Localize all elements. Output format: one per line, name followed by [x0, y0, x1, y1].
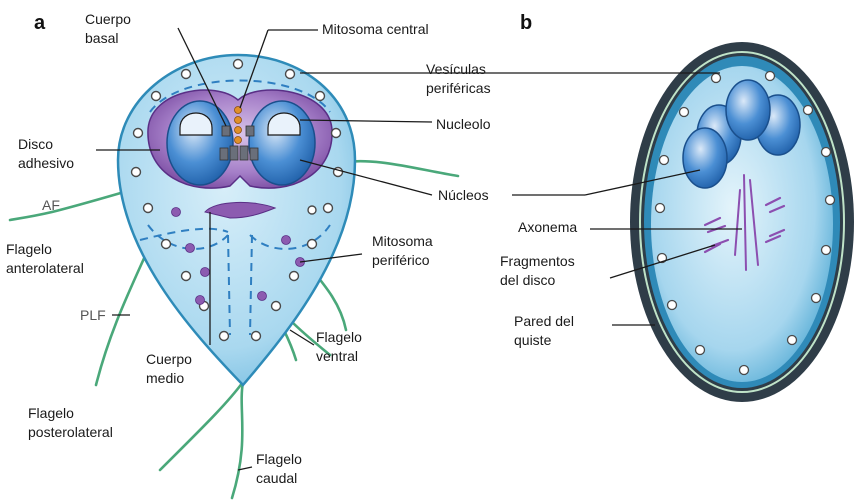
label-mitosoma-per-line2: periférico — [372, 251, 433, 270]
label-flagelo-caudal: Flagelo caudal — [256, 450, 302, 488]
label-mitosoma-per-line1: Mitosoma — [372, 232, 433, 251]
label-vesiculas-line1: Vesículas — [426, 60, 491, 79]
label-anterolateral-line2: anterolateral — [6, 259, 84, 278]
panel-label-a: a — [34, 12, 45, 35]
label-flagelo-posterolateral: Flagelo posterolateral — [28, 404, 113, 442]
flagelo-anterolateral-right — [346, 161, 458, 176]
label-ventral-line2: ventral — [316, 347, 362, 366]
label-af: AF — [42, 196, 60, 215]
cyst — [630, 42, 854, 402]
label-vesiculas-perifericas: Vesículas periféricas — [426, 60, 491, 98]
label-disco-line2: adhesivo — [18, 154, 74, 173]
label-vesiculas-line2: periféricas — [426, 79, 491, 98]
label-ventral-line1: Flagelo — [316, 328, 362, 347]
label-posterolateral-line1: Flagelo — [28, 404, 113, 423]
nucleolo-derecho — [268, 113, 300, 135]
label-nucleolo: Nucleolo — [436, 115, 490, 134]
label-caudal-line1: Flagelo — [256, 450, 302, 469]
label-pared-quiste: Pared del quiste — [514, 312, 574, 350]
label-nucleos: Núcleos — [438, 186, 489, 205]
nucleolo-izquierdo — [180, 113, 212, 135]
label-mitosoma-central: Mitosoma central — [322, 20, 429, 39]
label-disco-adhesivo: Disco adhesivo — [18, 135, 74, 173]
label-pared-line1: Pared del — [514, 312, 574, 331]
label-mitosoma-periferico: Mitosoma periférico — [372, 232, 433, 270]
flagelo-caudal-2 — [160, 382, 243, 470]
label-caudal-line2: caudal — [256, 469, 302, 488]
label-anterolateral-line1: Flagelo — [6, 240, 84, 259]
flagelo-anterolateral-left — [10, 188, 138, 220]
label-fragmentos-line1: Fragmentos — [500, 252, 575, 271]
label-axonema: Axonema — [518, 218, 577, 237]
label-disco-line1: Disco — [18, 135, 74, 154]
label-flagelo-ventral: Flagelo ventral — [316, 328, 362, 366]
label-fragmentos-disco: Fragmentos del disco — [500, 252, 575, 290]
flagelo-caudal-1 — [232, 382, 243, 498]
label-cuerpo-basal-line1: Cuerpo — [85, 10, 131, 29]
label-cuerpo-medio-line2: medio — [146, 369, 192, 388]
label-cuerpo-medio-line1: Cuerpo — [146, 350, 192, 369]
label-cuerpo-basal-line2: basal — [85, 29, 131, 48]
label-cuerpo-medio: Cuerpo medio — [146, 350, 192, 388]
panel-label-b: b — [520, 12, 532, 35]
label-pared-line2: quiste — [514, 331, 574, 350]
label-flagelo-anterolateral: Flagelo anterolateral — [6, 240, 84, 278]
label-cuerpo-basal: Cuerpo basal — [85, 10, 131, 48]
label-plf: PLF — [80, 306, 106, 325]
label-posterolateral-line2: posterolateral — [28, 423, 113, 442]
label-fragmentos-line2: del disco — [500, 271, 575, 290]
